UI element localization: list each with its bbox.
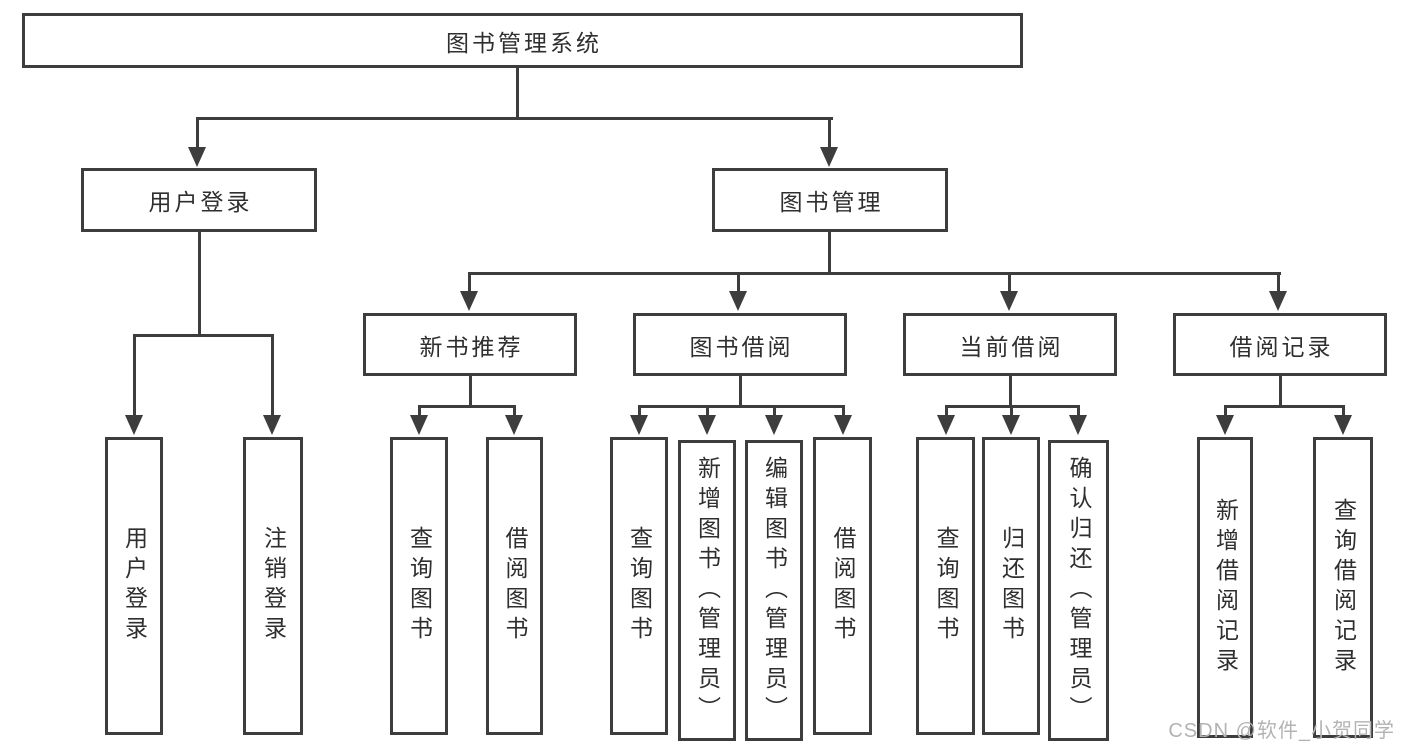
arrowhead-icon: [698, 415, 716, 435]
section-new-books: 新书推荐: [363, 313, 577, 376]
connector-root-stem: [516, 68, 519, 117]
branch-user-login-label: 用户登录: [148, 189, 253, 215]
leaf-query-books-current: 查询图书: [916, 437, 975, 735]
connector-borrowing-stem: [739, 376, 742, 405]
arrowhead-icon: [410, 415, 428, 435]
arrowhead-icon: [937, 415, 955, 435]
arrowhead-icon: [125, 415, 143, 435]
section-current-borrowing-label: 当前借阅: [959, 333, 1064, 360]
leaf-edit-books-admin: 编辑图书（管理员）: [745, 440, 803, 741]
leaf-user-login: 用户登录: [105, 437, 163, 735]
arrowhead-icon: [1000, 291, 1018, 311]
connector-borrowing-drop-2: [706, 405, 709, 418]
leaf-query-borrow-record-label: 查询借阅记录: [1330, 497, 1357, 678]
arrowhead-icon: [729, 291, 747, 311]
leaf-borrow-books-borrowing-label: 借阅图书: [830, 526, 856, 646]
connector-root-drop-left: [196, 117, 199, 149]
connector-newbooks-drop-1: [418, 405, 421, 418]
leaf-query-borrow-record: 查询借阅记录: [1313, 437, 1373, 738]
arrowhead-icon: [1269, 291, 1287, 311]
connector-newbooks-drop-2: [513, 405, 516, 418]
branch-book-management: 图书管理: [712, 168, 948, 232]
connector-root-drop-right: [828, 117, 831, 149]
leaf-logout-label: 注销登录: [260, 526, 287, 646]
connector-user-drop-1: [133, 334, 136, 418]
branch-user-login: 用户登录: [81, 168, 317, 232]
csdn-watermark: CSDN @软件_小贺同学: [1168, 720, 1395, 742]
section-new-books-label: 新书推荐: [419, 333, 524, 360]
leaf-borrow-books-newbooks-label: 借阅图书: [502, 526, 528, 646]
section-borrowing-records-label: 借阅记录: [1229, 333, 1334, 360]
connector-root-bar: [196, 117, 833, 120]
leaf-query-books-newbooks-label: 查询图书: [406, 526, 433, 646]
arrowhead-icon: [263, 415, 281, 435]
leaf-add-borrow-record-label: 新增借阅记录: [1212, 497, 1239, 678]
arrowhead-icon: [1334, 415, 1352, 435]
connector-user-stem: [198, 232, 201, 334]
connector-borrowing-drop-4: [842, 405, 845, 418]
connector-user-drop-2: [271, 334, 274, 418]
arrowhead-icon: [1216, 415, 1234, 435]
leaf-borrow-books-borrowing: 借阅图书: [813, 437, 872, 735]
leaf-add-borrow-record: 新增借阅记录: [1197, 437, 1253, 738]
connector-current-drop-2: [1010, 405, 1013, 418]
section-current-borrowing: 当前借阅: [903, 313, 1117, 376]
leaf-user-login-label: 用户登录: [121, 526, 148, 646]
connector-current-stem: [1009, 376, 1012, 405]
connector-book-drop-2: [737, 272, 740, 294]
leaf-logout: 注销登录: [243, 437, 303, 735]
connector-borrowing-drop-1: [638, 405, 641, 418]
connector-user-bar: [133, 334, 274, 337]
root-node-label: 图书管理系统: [446, 29, 602, 56]
arrowhead-icon: [460, 291, 478, 311]
connector-current-drop-1: [945, 405, 948, 418]
section-book-borrowing: 图书借阅: [633, 313, 847, 376]
root-node: 图书管理系统: [22, 13, 1023, 68]
arrowhead-icon: [1002, 415, 1020, 435]
connector-borrowing-drop-3: [773, 405, 776, 418]
connector-records-stem: [1279, 376, 1282, 405]
arrowhead-icon: [820, 147, 838, 167]
connector-newbooks-stem: [469, 376, 472, 405]
leaf-add-books-admin: 新增图书（管理员）: [678, 440, 736, 741]
leaf-confirm-return-admin: 确认归还（管理员）: [1048, 440, 1109, 741]
arrowhead-icon: [1069, 415, 1087, 435]
connector-borrowing-bar: [638, 405, 845, 408]
connector-newbooks-bar: [418, 405, 516, 408]
arrowhead-icon: [765, 415, 783, 435]
connector-records-drop-2: [1342, 405, 1345, 418]
connector-records-bar: [1224, 405, 1345, 408]
branch-book-management-label: 图书管理: [779, 189, 884, 215]
section-borrowing-records: 借阅记录: [1173, 313, 1387, 376]
connector-book-stem: [828, 232, 831, 272]
leaf-add-books-admin-label: 新增图书（管理员）: [694, 455, 721, 726]
leaf-return-books: 归还图书: [982, 437, 1040, 735]
section-book-borrowing-label: 图书借阅: [689, 333, 794, 360]
connector-book-bar: [468, 272, 1281, 275]
leaf-edit-books-admin-label: 编辑图书（管理员）: [761, 455, 788, 726]
connector-book-drop-4: [1277, 272, 1280, 294]
arrowhead-icon: [188, 147, 206, 167]
leaf-query-books-borrowing-label: 查询图书: [626, 526, 653, 646]
leaf-borrow-books-newbooks: 借阅图书: [486, 437, 543, 735]
arrowhead-icon: [834, 415, 852, 435]
leaf-query-books-borrowing: 查询图书: [610, 437, 668, 735]
connector-book-drop-3: [1008, 272, 1011, 294]
leaf-query-books-newbooks: 查询图书: [390, 437, 448, 735]
leaf-query-books-current-label: 查询图书: [933, 526, 959, 646]
connector-book-drop-1: [468, 272, 471, 294]
arrowhead-icon: [630, 415, 648, 435]
arrowhead-icon: [505, 415, 523, 435]
connector-records-drop-1: [1224, 405, 1227, 418]
leaf-confirm-return-admin-label: 确认归还（管理员）: [1066, 455, 1092, 726]
connector-current-drop-3: [1077, 405, 1080, 418]
leaf-return-books-label: 归还图书: [998, 526, 1025, 646]
